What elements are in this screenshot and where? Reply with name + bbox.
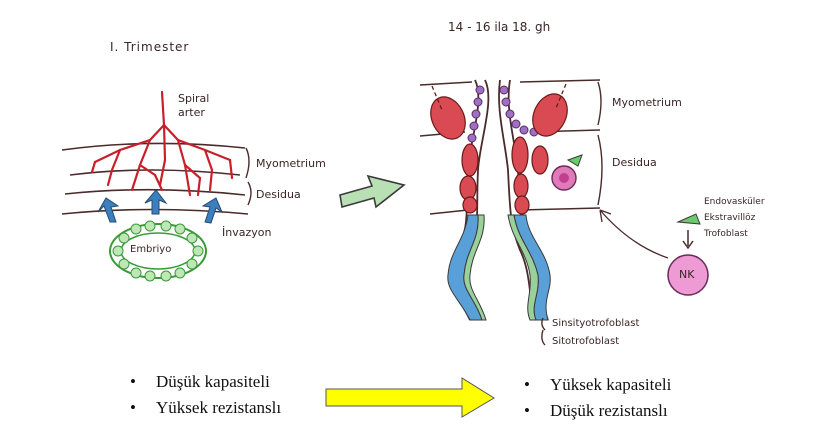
yellow-arrow	[325, 377, 495, 418]
dashed-lines	[431, 83, 567, 111]
transition-arrow	[339, 174, 406, 209]
right-bullet-1: •Yüksek kapasiteli	[524, 375, 672, 394]
nk-arrow	[599, 209, 669, 259]
nk-cell-large	[667, 213, 709, 296]
left-myometrium-label: Myometrium	[256, 157, 326, 170]
endovascular-label: Endovasküler	[704, 197, 765, 207]
right-desidua-label: Desidua	[612, 156, 657, 169]
left-bullet-1-text: Düşük kapasiteli	[156, 372, 270, 391]
extravillous-label: Ekstravillöz	[704, 213, 756, 223]
invasion-label: İnvazyon	[222, 226, 272, 239]
spiral-artery-tree	[90, 90, 234, 197]
cytotrophoblast-label: Sitotrofoblast	[552, 336, 620, 347]
invasion-arrows	[97, 189, 224, 224]
embryo	[109, 220, 207, 282]
right-myometrium-label: Myometrium	[612, 96, 682, 109]
nk-label: NK	[679, 268, 695, 281]
left-bullet-1: •Düşük kapasiteli	[130, 372, 270, 391]
right-bullet-2-text: Düşük rezistanslı	[550, 401, 668, 420]
left-bullet-2-text: Yüksek rezistanslı	[156, 398, 282, 417]
embryo-label: Embriyo	[130, 244, 172, 255]
lower-segments	[447, 214, 551, 321]
spiral-artery-label: Spiral arter	[178, 92, 210, 119]
right-title: 14 - 16 ila 18. gh	[448, 20, 551, 34]
right-brackets	[541, 81, 603, 346]
left-desidua-label: Desidua	[256, 188, 301, 201]
left-brackets	[245, 147, 252, 206]
syncytiotrophoblast-label: Sinsityotrofoblast	[552, 318, 640, 329]
left-bullet-2: •Yüksek rezistanslı	[130, 398, 282, 417]
right-bullet-1-text: Yüksek kapasiteli	[550, 375, 672, 394]
right-bullet-2: •Düşük rezistanslı	[524, 401, 668, 420]
purple-cells	[467, 85, 539, 143]
left-title: I. Trimester	[110, 40, 190, 54]
trophoblast-label: Trofoblast	[704, 229, 748, 239]
red-segments	[430, 93, 568, 215]
nk-cell-small	[551, 154, 583, 191]
